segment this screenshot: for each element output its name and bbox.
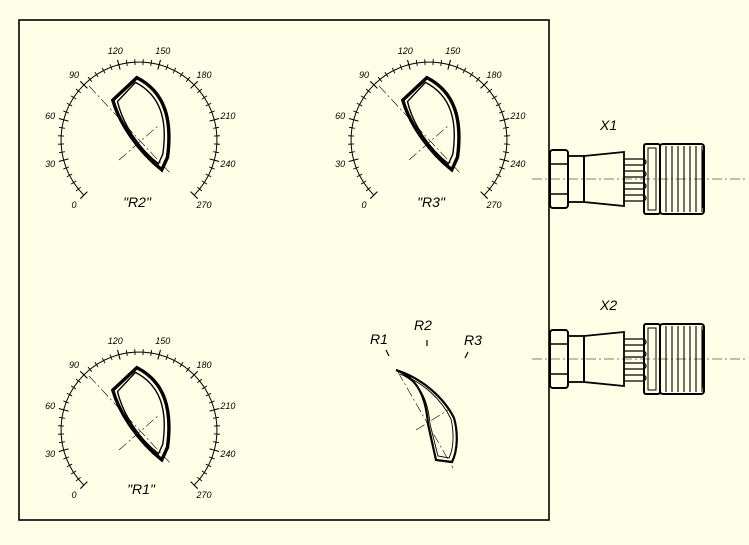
dial-tick-label: 180 <box>487 70 502 80</box>
dial-tick-label: 210 <box>219 401 235 411</box>
dial-tick-label: 120 <box>108 46 123 56</box>
dial-arc <box>350 61 508 196</box>
dial-tick <box>79 481 88 490</box>
connector-sleeve <box>583 151 625 207</box>
dial-tick-label: 180 <box>197 70 212 80</box>
dial-scale: 0 30 60 90 120 150 180 210 240 270 <box>45 46 235 210</box>
selector-label-r1: R1 <box>370 331 388 347</box>
selector-tick-r1 <box>385 349 390 357</box>
dial-tick-label: 240 <box>219 159 235 169</box>
dial-label: "R1" <box>127 481 156 497</box>
connector-label: X1 <box>599 117 617 133</box>
knob[interactable] <box>400 74 462 174</box>
dial-scale: 0 30 60 90 120 150 180 210 240 270 <box>335 46 525 210</box>
dial-tick-label: 210 <box>219 111 235 121</box>
dial-arc <box>60 351 218 486</box>
dial-tick-label: 60 <box>45 401 55 411</box>
dial-arc <box>60 61 218 196</box>
dial-tick-label: 270 <box>196 490 212 500</box>
dial-tick-label: 240 <box>219 449 235 459</box>
dial-tick-label: 60 <box>335 111 345 121</box>
selector-centerline-cross <box>415 409 449 431</box>
connector-x1[interactable]: X1 <box>532 117 748 215</box>
dial-scale: 0 30 60 90 120 150 180 210 240 270 <box>45 336 235 500</box>
dial-tick-label: 90 <box>69 360 79 370</box>
dial-tick-label: 90 <box>359 70 369 80</box>
dial-tick-label: 60 <box>45 111 55 121</box>
dial-tick-label: 270 <box>486 200 502 210</box>
dial-tick-label: 150 <box>445 46 460 56</box>
connector-sleeve <box>583 331 625 387</box>
selector-centerline <box>397 371 454 469</box>
dial-tick-label: 90 <box>69 70 79 80</box>
dial-tick-label: 240 <box>509 159 525 169</box>
dial-tick-label: 120 <box>108 336 123 346</box>
selector-label-r2: R2 <box>414 317 432 333</box>
dial-tick <box>190 481 199 490</box>
selector-switch[interactable]: R1 R2 R3 <box>370 317 482 469</box>
selector-knob[interactable] <box>395 368 458 464</box>
dial-tick-label: 180 <box>197 360 212 370</box>
knob-centerline <box>88 375 172 465</box>
dial-tick-label: 0 <box>71 490 76 500</box>
selector-label-r3: R3 <box>464 332 482 348</box>
panel-frame <box>18 19 550 521</box>
dial-tick-label: 0 <box>361 200 366 210</box>
connector-label: X2 <box>599 297 617 313</box>
dial-tick-label: 120 <box>398 46 413 56</box>
dial-r1[interactable]: 0 30 60 90 120 150 180 210 240 270 "R1" <box>45 336 235 500</box>
dial-tick-label: 30 <box>45 159 55 169</box>
knob-centerline-cross <box>118 124 160 161</box>
dial-label: "R3" <box>417 194 446 210</box>
dial-tick <box>190 191 199 200</box>
dial-tick-label: 30 <box>45 449 55 459</box>
knob-centerline-cross <box>408 124 450 161</box>
dial-tick <box>79 191 88 200</box>
knob-centerline <box>88 85 172 175</box>
dial-r3[interactable]: 0 30 60 90 120 150 180 210 240 270 "R3" <box>335 46 525 210</box>
dial-tick-label: 210 <box>509 111 525 121</box>
dial-tick <box>369 191 378 200</box>
dial-label: "R2" <box>123 194 152 210</box>
knob[interactable] <box>110 74 172 174</box>
dial-tick-label: 150 <box>155 336 170 346</box>
dial-tick-label: 0 <box>71 200 76 210</box>
selector-tick-r3 <box>464 351 469 359</box>
dial-tick-label: 150 <box>155 46 170 56</box>
knob-centerline-cross <box>118 414 160 451</box>
dial-tick-label: 30 <box>335 159 345 169</box>
dial-tick <box>480 191 489 200</box>
connector-x2[interactable]: X2 <box>532 297 748 395</box>
knob[interactable] <box>110 364 172 464</box>
dial-r2[interactable]: 0 30 60 90 120 150 180 210 240 270 "R2" <box>45 46 235 210</box>
dial-tick-label: 270 <box>196 200 212 210</box>
knob-centerline <box>378 85 462 175</box>
